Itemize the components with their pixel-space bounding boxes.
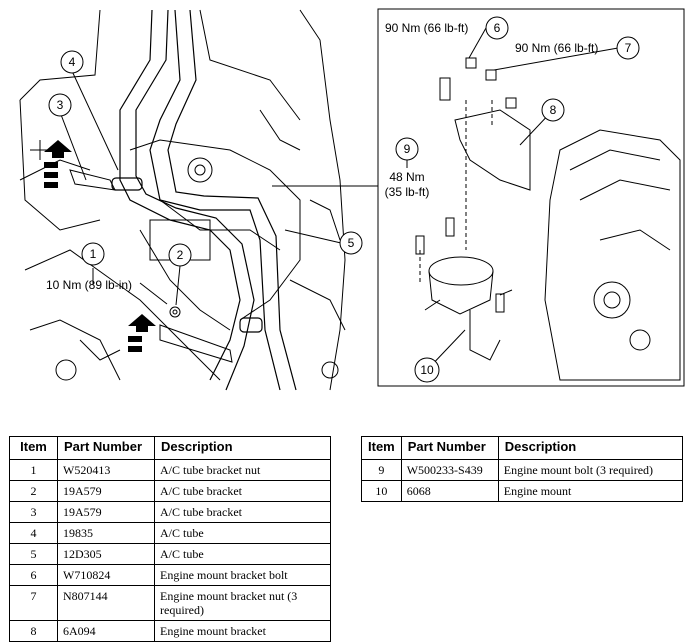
callout-1-number: 1 xyxy=(90,247,97,261)
callout-3-circle xyxy=(48,93,72,117)
engine-mount-illustration: 1 2 3 4 5 6 7 8 9 10 10 Nm (89 lb-in) 90… xyxy=(19,8,685,391)
parts-table-right: Item Part Number Description 9 W500233-S… xyxy=(361,436,684,502)
header-item: Item xyxy=(361,436,402,460)
ac-tube-brackets-drawing xyxy=(69,169,233,363)
cell-part-number: 12D305 xyxy=(57,543,155,565)
table-row: 7 N807144 Engine mount bracket nut (3 re… xyxy=(9,585,331,621)
ac-tubes-drawing xyxy=(111,9,297,391)
cell-item: 6 xyxy=(9,564,58,586)
direction-arrows xyxy=(44,140,156,352)
cell-item: 2 xyxy=(9,480,58,502)
cell-part-number: 19835 xyxy=(57,522,155,544)
cell-description: Engine mount bracket xyxy=(154,620,331,642)
cell-description: A/C tube bracket nut xyxy=(154,459,331,481)
table-row: 4 19835 A/C tube xyxy=(9,522,331,544)
cell-item: 9 xyxy=(361,459,402,481)
cell-part-number: 6068 xyxy=(400,480,499,502)
torque-spec-7: 90 Nm (66 lb-ft) xyxy=(515,41,598,55)
cell-item: 7 xyxy=(9,585,58,621)
inset-panel xyxy=(377,8,685,387)
callout-3-number: 3 xyxy=(57,98,64,112)
cell-item: 10 xyxy=(361,480,402,502)
cell-description: Engine mount bracket bolt xyxy=(154,564,331,586)
callout-9-number: 9 xyxy=(404,142,411,156)
cell-item: 1 xyxy=(9,459,58,481)
callout-8-circle xyxy=(541,98,565,122)
table-row: 9 W500233-S439 Engine mount bolt (3 requ… xyxy=(361,459,684,481)
cell-item: 3 xyxy=(9,501,58,523)
callout-1-circle xyxy=(81,242,105,266)
cell-description: Engine mount bracket nut (3 required) xyxy=(154,585,331,621)
torque-spec-9-line1: 48 Nm xyxy=(389,170,424,184)
table-row: 3 19A579 A/C tube bracket xyxy=(9,501,331,523)
header-description: Description xyxy=(497,436,684,460)
table-row: 6 W710824 Engine mount bracket bolt xyxy=(9,564,331,586)
callout-7-number: 7 xyxy=(625,41,632,55)
torque-spec-1: 10 Nm (89 lb-in) xyxy=(46,278,132,292)
cell-item: 4 xyxy=(9,522,58,544)
callout-circles: 1 2 3 4 5 6 7 8 9 10 xyxy=(48,16,640,383)
callout-4-number: 4 xyxy=(69,55,76,69)
inset-mount-drawing xyxy=(415,57,681,381)
callout-5-circle xyxy=(339,231,363,255)
callout-8-number: 8 xyxy=(550,103,557,117)
table-header-row: Item Part Number Description xyxy=(9,436,331,460)
table-row: 5 12D305 A/C tube xyxy=(9,543,331,565)
cell-description: A/C tube xyxy=(154,543,331,565)
callout-6-circle xyxy=(485,16,509,40)
callout-7-circle xyxy=(616,36,640,60)
callout-6-number: 6 xyxy=(494,21,501,35)
callout-5-number: 5 xyxy=(348,236,355,250)
callout-2-number: 2 xyxy=(177,248,184,262)
cell-part-number: 19A579 xyxy=(57,501,155,523)
callout-10-number: 10 xyxy=(420,363,434,377)
table-header-row: Item Part Number Description xyxy=(361,436,684,460)
engine-compartment-drawing xyxy=(19,9,346,391)
cell-part-number: N807144 xyxy=(57,585,155,621)
table-row: 10 6068 Engine mount xyxy=(361,480,684,502)
cell-item: 5 xyxy=(9,543,58,565)
callout-4-circle xyxy=(60,50,84,74)
cell-description: A/C tube xyxy=(154,522,331,544)
callout-leaders xyxy=(59,27,619,371)
cell-description: Engine mount bolt (3 required) xyxy=(497,459,684,481)
callout-9-circle xyxy=(395,137,419,161)
parts-table-left: Item Part Number Description 1 W520413 A… xyxy=(9,436,331,642)
header-description: Description xyxy=(154,436,331,460)
table-row: 2 19A579 A/C tube bracket xyxy=(9,480,331,502)
callout-10-circle xyxy=(414,357,440,383)
torque-specs: 10 Nm (89 lb-in) 90 Nm (66 lb-ft) 90 Nm … xyxy=(46,21,598,292)
cell-description: A/C tube bracket xyxy=(154,480,331,502)
cell-description: Engine mount xyxy=(497,480,684,502)
cell-part-number: 6A094 xyxy=(57,620,155,642)
cell-part-number: W710824 xyxy=(57,564,155,586)
table-row: 1 W520413 A/C tube bracket nut xyxy=(9,459,331,481)
cell-part-number: W500233-S439 xyxy=(400,459,499,481)
cell-part-number: 19A579 xyxy=(57,480,155,502)
table-row: 8 6A094 Engine mount bracket xyxy=(9,620,331,642)
cell-description: A/C tube bracket xyxy=(154,501,331,523)
callout-2-circle xyxy=(168,243,192,267)
cell-part-number: W520413 xyxy=(57,459,155,481)
torque-spec-9-line2: (35 lb-ft) xyxy=(385,185,430,199)
header-item: Item xyxy=(9,436,58,460)
torque-spec-6: 90 Nm (66 lb-ft) xyxy=(385,21,468,35)
header-part-number: Part Number xyxy=(400,436,499,460)
header-part-number: Part Number xyxy=(57,436,155,460)
cell-item: 8 xyxy=(9,620,58,642)
